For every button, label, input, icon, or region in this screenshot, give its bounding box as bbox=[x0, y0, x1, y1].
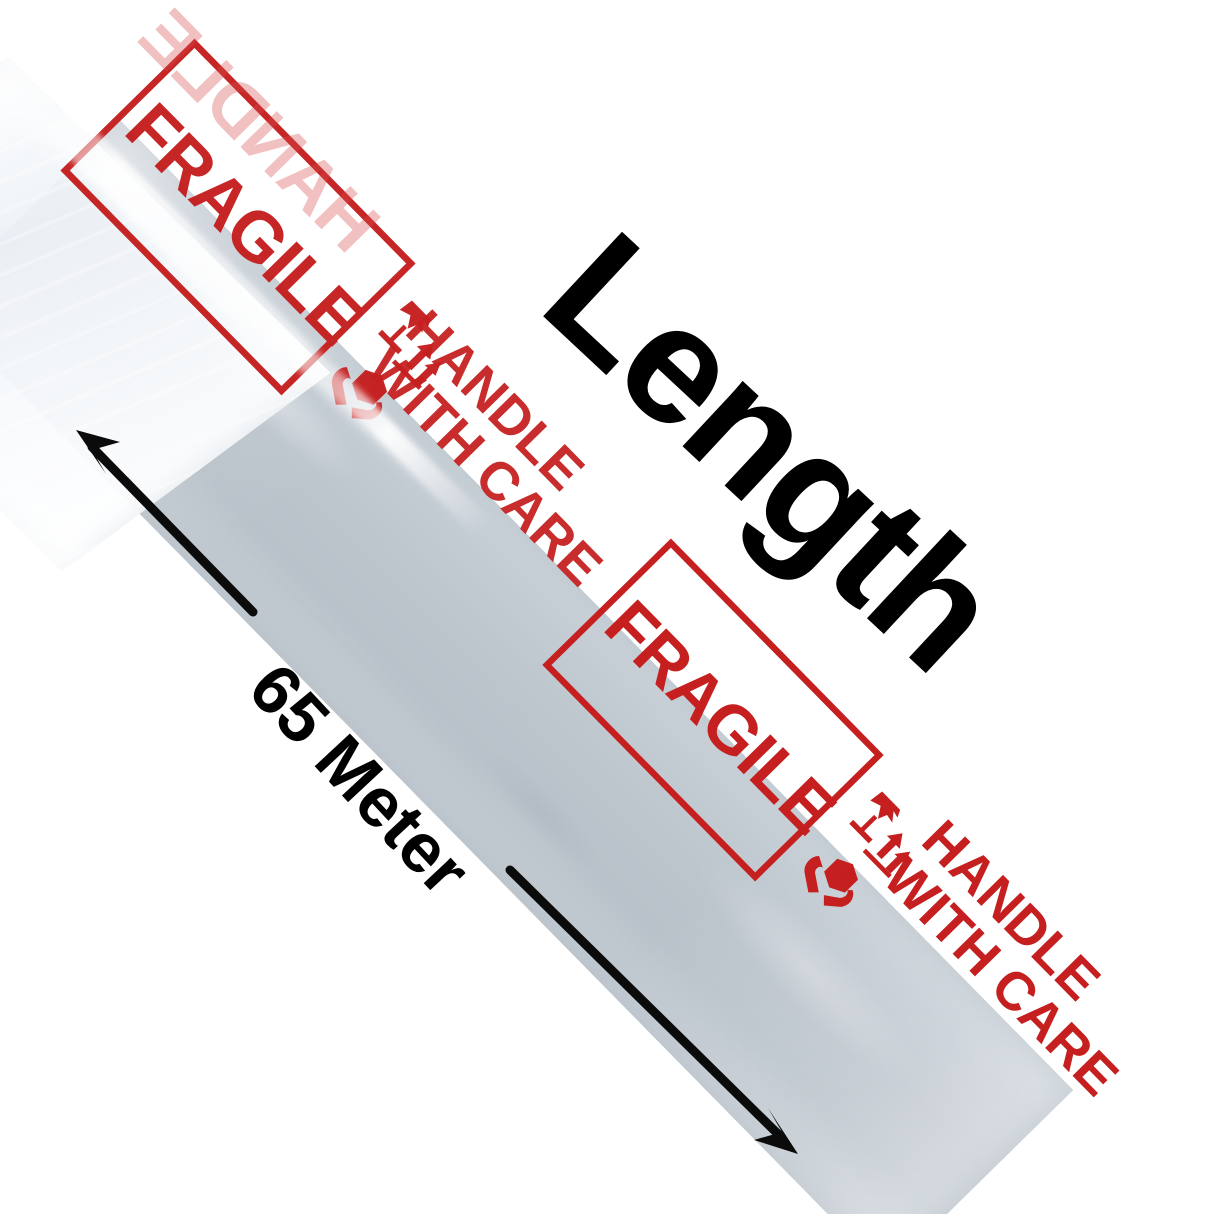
length-arrow-down-head bbox=[754, 1108, 798, 1154]
length-arrow-down-shaft bbox=[505, 865, 787, 1143]
length-arrow-up-head bbox=[76, 430, 120, 474]
length-arrow-up-shaft bbox=[87, 442, 258, 617]
